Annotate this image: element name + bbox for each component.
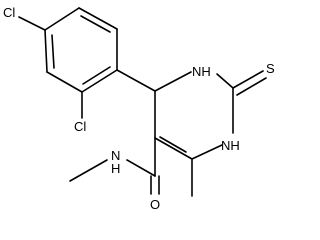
bond-ar5 xyxy=(44,29,48,73)
bond-cme-c5-inner xyxy=(159,136,187,153)
bond-ar4 xyxy=(46,71,83,93)
amide-h-label: H xyxy=(111,161,120,176)
molecule-diagram: Cl Cl NH S NH N H O xyxy=(3,5,275,211)
bond-carbonyl-nh xyxy=(126,159,156,177)
bond-ar6 xyxy=(44,7,80,31)
nh-ring-top-label: NH xyxy=(192,64,211,79)
bond-cme-c5 xyxy=(154,137,193,160)
structure-svg: Cl Cl NH S NH N H O xyxy=(3,5,275,211)
bond-ar1-inner xyxy=(80,15,111,33)
bond-c-cl-top xyxy=(18,16,46,31)
s-thione-label: S xyxy=(266,61,275,76)
bond-ar1 xyxy=(78,7,118,30)
bond-c-s-1 xyxy=(232,70,264,89)
cl-top-label: Cl xyxy=(3,5,15,20)
bond-nh-methyl xyxy=(69,159,108,182)
amide-n-label: N xyxy=(111,148,120,163)
bond-ch-nh-top xyxy=(154,71,192,92)
bond-ar3 xyxy=(81,69,118,93)
nh-ring-bottom-label: NH xyxy=(221,138,240,153)
bond-nh-bottom-cme xyxy=(191,144,223,160)
cl-ortho-label: Cl xyxy=(74,119,86,134)
carbonyl-o-label: O xyxy=(150,197,160,211)
bond-nh-top-cs xyxy=(216,73,234,89)
bond-ar5-inner xyxy=(51,34,55,69)
pyrimidine-ring xyxy=(154,71,234,160)
bond-aryl-ch xyxy=(116,69,156,92)
dichlorophenyl-ring xyxy=(44,7,118,93)
bond-c-s-2 xyxy=(236,77,267,96)
bond-ar3-inner xyxy=(82,66,111,85)
